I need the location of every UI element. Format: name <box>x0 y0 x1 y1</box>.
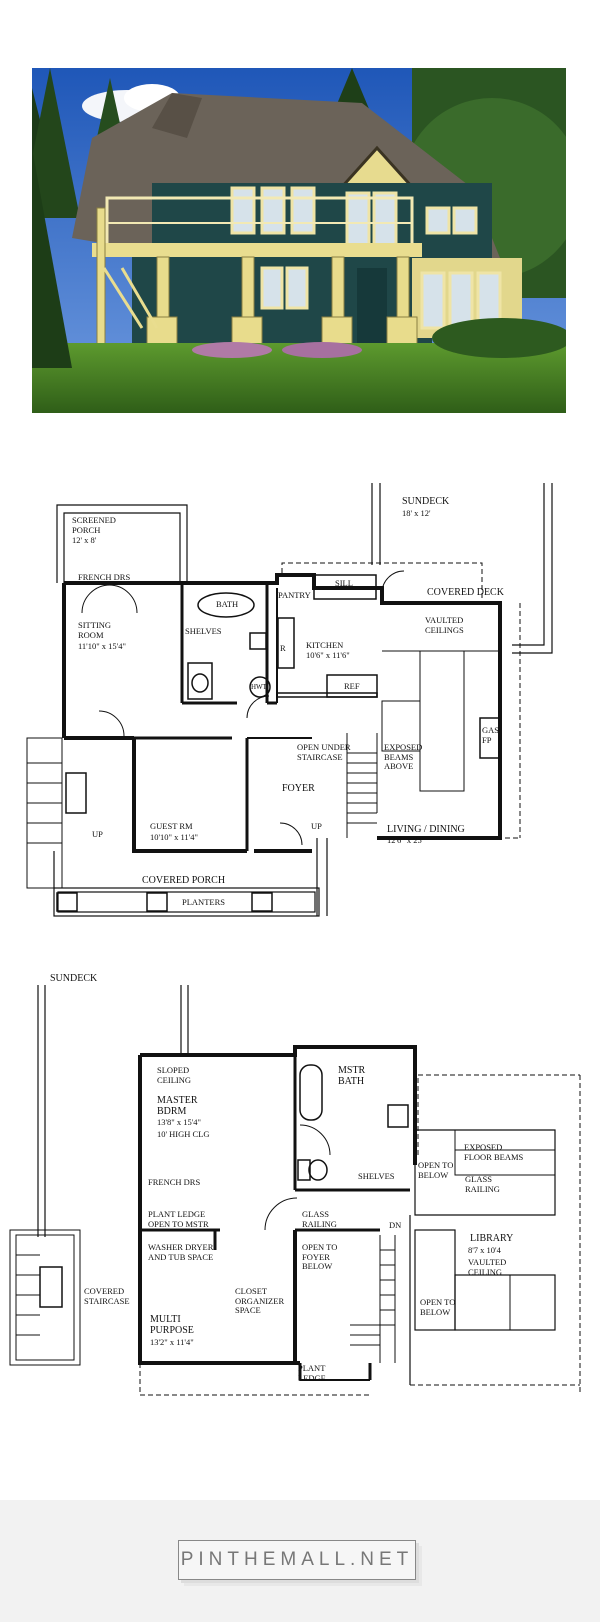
main-floor-lines <box>26 483 553 917</box>
sloped-ceiling-label: SLOPED CEILING <box>157 1065 191 1085</box>
pantry-label: PANTRY <box>278 590 311 600</box>
fridge-label: REF <box>344 681 360 691</box>
glass-railing-2-label: GLASS RAILING <box>302 1209 337 1229</box>
master-bedroom-dim: 13'8" x 15'4" <box>157 1117 202 1127</box>
main-floor-plan: SCREENED PORCH 12' x 8' FRENCH DRS SITTI… <box>22 483 578 973</box>
glass-railing-1-label: GLASS RAILING <box>465 1174 500 1194</box>
exposed-floor-beams-label: EXPOSED FLOOR BEAMS <box>464 1142 524 1162</box>
sitting-room-label: SITTING ROOM <box>78 620 112 640</box>
covered-porch-label: COVERED PORCH <box>142 875 226 886</box>
washer-dryer-label: WASHER DRYER and TUB SPACE <box>148 1242 214 1262</box>
high-ceiling-label: 10' HIGH CLG <box>157 1129 210 1139</box>
vaulted-ceilings-label: VAULTED CEILINGS <box>425 615 464 635</box>
closet-organizer-label: CLOSET ORGANIZER SPACE <box>235 1286 285 1315</box>
french-doors-label: FRENCH DRS <box>78 572 131 582</box>
library-dim: 8'7 x 10'4 <box>468 1245 501 1255</box>
range-label: R <box>280 643 286 653</box>
open-to-below-1-label: OPEN TO BELOW <box>418 1160 454 1180</box>
kitchen-dim: 10'6" x 11'6" <box>306 650 350 660</box>
watermark-text: PINTHEMALL.NET <box>180 1549 414 1570</box>
upper-shelves-label: SHELVES <box>358 1171 395 1181</box>
sundeck-label: SUNDECK <box>402 496 450 507</box>
upper-floor-lines <box>9 985 581 1396</box>
open-to-foyer-below-label: OPEN TO FOYER BELOW <box>302 1242 338 1271</box>
down-label: DN <box>389 1220 402 1230</box>
open-to-below-2-label: OPEN TO BELOW <box>420 1297 456 1317</box>
sitting-room-dim: 11'10" x 15'4" <box>78 641 126 651</box>
library-ceiling-label: VAULTED CEILING <box>468 1257 507 1277</box>
multi-purpose-label: MULTI PURPOSE <box>150 1314 194 1336</box>
covered-deck-label: COVERED DECK <box>427 587 504 598</box>
up-label-left: UP <box>92 829 103 839</box>
plant-ledge-open-label: PLANT LEDGE OPEN TO MSTR <box>148 1209 209 1229</box>
gas-fireplace-label: GAS FP <box>482 725 500 745</box>
guest-room-dim: 10'10" x 11'4" <box>150 832 198 842</box>
living-dining-label: LIVING / DINING <box>387 824 465 835</box>
hot-water-tank-label: HWT <box>251 683 267 691</box>
screened-porch-dim: 12' x 8' <box>72 535 97 545</box>
upper-floor-plan: SUNDECK SLOPED CEILING MASTER BDRM 13'8"… <box>0 973 600 1425</box>
shelves-label: SHELVES <box>185 626 222 636</box>
watermark-logo[interactable]: PINTHEMALL.NET <box>178 1540 416 1580</box>
screened-porch-label: SCREENED PORCH <box>72 515 116 535</box>
upper-french-doors-label: FRENCH DRS <box>148 1177 201 1187</box>
sill-label: SILL <box>335 578 353 588</box>
plant-ledge-label: PLANT LEDGE <box>298 1363 326 1383</box>
guest-room-label: GUEST RM <box>150 821 193 831</box>
open-under-staircase-label: OPEN UNDER STAIRCASE <box>297 742 351 762</box>
footer: PINTHEMALL.NET <box>0 1500 600 1622</box>
master-bath-label: MSTR BATH <box>338 1065 366 1087</box>
upper-sundeck-label: SUNDECK <box>50 973 98 984</box>
kitchen-label: KITCHEN <box>306 640 344 650</box>
house-illustration <box>32 68 566 413</box>
foyer-label: FOYER <box>282 783 315 794</box>
sundeck-dim: 18' x 12' <box>402 508 431 518</box>
covered-staircase-label: COVERED STAIRCASE <box>84 1286 130 1306</box>
bath-label: BATH <box>216 599 239 609</box>
exposed-beams-label: EXPOSED BEAMS ABOVE <box>384 742 423 771</box>
multi-purpose-dim: 13'2" x 11'4" <box>150 1337 194 1347</box>
living-dining-dim: 12'6" x 25' <box>387 835 424 845</box>
house-rendering <box>32 68 566 413</box>
up-label-foyer: UP <box>311 821 322 831</box>
planters-label: PLANTERS <box>182 897 225 907</box>
master-bedroom-label: MASTER BDRM <box>157 1095 198 1117</box>
library-label: LIBRARY <box>470 1233 514 1244</box>
